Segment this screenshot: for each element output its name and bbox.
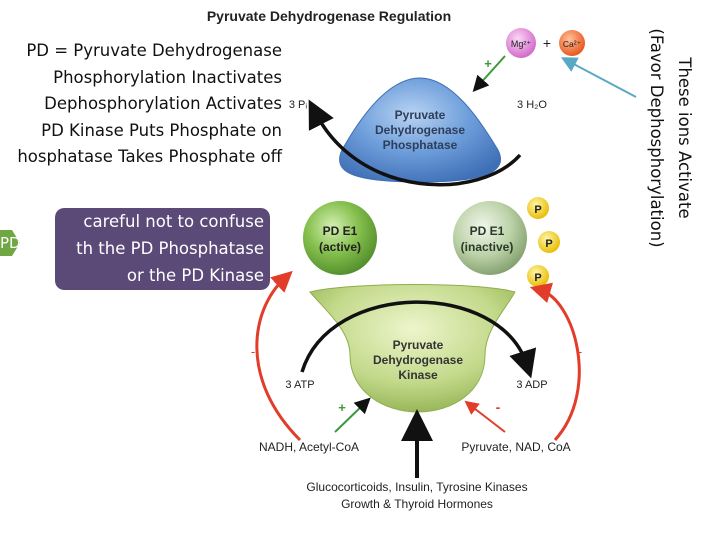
pyruvate-minus-sign: - [496,399,501,415]
caution-box: careful not to confuse th the PD Phospha… [55,208,270,290]
caution-line-3: or the PD Kinase [126,266,264,285]
dephosphorylation-arrow [308,99,522,187]
kinase-label-3: Kinase [398,368,438,382]
calcium-ion [559,30,585,56]
ions-activation-arrow [472,55,506,92]
phosphate-label-2: P [545,238,552,250]
kinase-label-1: Pyruvate [393,338,444,352]
pd-e1-inactive [453,201,527,275]
phosphate-group-1 [527,197,549,219]
phosphate-label-3: P [534,272,541,284]
hormones-label-1: Glucocorticoids, Insulin, Tyrosine Kinas… [306,480,527,494]
note-line-2: Phosphorylation Inactivates [53,67,282,87]
pd-tag-shape: PD [0,230,20,256]
ions-plus: + [543,35,551,51]
phosphatase-label-1: Pyruvate [395,108,446,122]
phosphatase-label-2: Dehydrogenase [375,123,465,137]
adp-inhibition-arrow [529,282,581,442]
phosphatase-plus-sign: + [484,56,492,71]
pd-tag-label: PD [0,234,20,252]
nadh-activation-arrow [334,397,371,433]
atp-inhibition-sign: - [251,344,255,359]
atp-inhibition-arrow [255,270,302,442]
magnesium-ion [506,28,536,58]
pd-e1-inactive-label-1: PD E1 [470,224,505,238]
magnesium-label: Mg²⁺ [511,39,531,49]
pd-e1-active-label-2: (active) [319,240,361,254]
note-line-5: hosphatase Takes Phosphate off [17,147,282,166]
pd-kinase-blob [309,284,516,413]
kinase-atp-label: 3 ATP [285,379,314,391]
phosphorylation-arrow [300,300,537,379]
phosphatase-pi-label: 3 Pᵢ [289,99,308,111]
note-line-3: Dephosphorylation Activates [44,94,282,113]
kinase-label-2: Dehydrogenase [373,353,463,367]
hormones-label-2: Growth & Thyroid Hormones [341,497,493,511]
ions-pointer-arrow [560,57,637,98]
phosphate-group-3 [527,265,549,287]
phosphatase-water-label: 3 H₂O [517,99,547,111]
note-line-4: PD Kinase Puts Phosphate on [41,120,282,140]
pyruvate-inhibition-arrow [464,400,506,433]
note-line-1: PD = Pyruvate Dehydrogenase [26,41,282,60]
nadh-plus-sign: + [338,400,346,415]
caution-line-2: th the PD Phosphatase [76,239,264,258]
calcium-label: Ca²⁺ [563,39,582,49]
kinase-adp-label: 3 ADP [516,379,547,391]
diagram-title: Pyruvate Dehydrogenase Regulation [207,8,451,24]
caution-line-1: careful not to confuse [83,212,264,231]
nadh-acetyl-coa-label: NADH, Acetyl-CoA [259,440,359,454]
pd-e1-inactive-label-2: (inactive) [461,240,514,254]
caution-box-clip: careful not to confuse th the PD Phospha… [55,208,270,290]
definition-notes: PD = Pyruvate Dehydrogenase Phosphorylat… [0,38,282,171]
pyruvate-nad-coa-label: Pyruvate, NAD, CoA [461,440,570,454]
phosphatase-label-3: Phosphatase [383,138,458,152]
ions-note: These ions Activate (Favor Dephosphoryla… [612,4,698,272]
pd-e1-active-label-1: PD E1 [323,224,358,238]
phosphate-group-2 [538,231,560,253]
ions-note-line-2: (Favor Dephosphorylation) [647,28,666,248]
pd-e1-active [303,201,377,275]
ions-note-line-1: These ions Activate [675,57,694,219]
adp-inhibition-sign: - [578,344,582,359]
phosphate-label-1: P [534,204,541,216]
